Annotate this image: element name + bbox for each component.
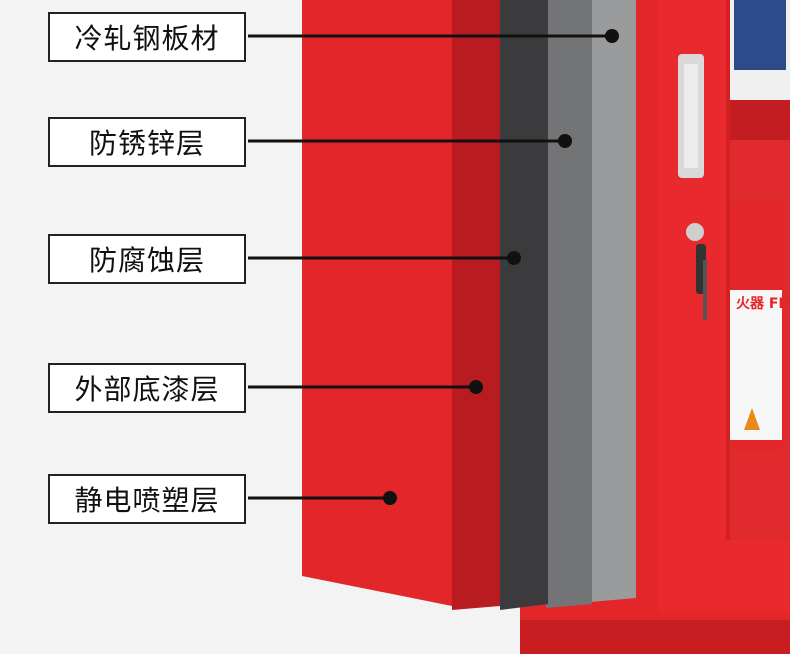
lock-icon bbox=[686, 223, 704, 241]
door-shelf bbox=[730, 100, 790, 140]
layer-label-text: 冷轧钢板材 bbox=[74, 22, 220, 55]
extinguisher-label bbox=[730, 290, 782, 440]
cabinet-base bbox=[520, 620, 790, 654]
layer-anticorrosion bbox=[500, 0, 548, 610]
layer-primer bbox=[452, 0, 500, 610]
connector-dot-5 bbox=[383, 491, 397, 505]
layer-label-steel: 冷轧钢板材 bbox=[48, 12, 246, 62]
connector-dot-4 bbox=[469, 380, 483, 394]
layer-steel-plate bbox=[590, 0, 636, 602]
layer-label-anticorrosion: 防腐蚀层 bbox=[48, 234, 246, 284]
layer-label-text: 外部底漆层 bbox=[74, 373, 220, 406]
connector-dot-1 bbox=[605, 29, 619, 43]
key-blade bbox=[703, 260, 707, 320]
layer-label-text: 防锈锌层 bbox=[88, 127, 205, 160]
layer-powder-coat bbox=[302, 0, 452, 606]
extinguisher-brand: 火器 FIRE bbox=[736, 296, 790, 312]
layer-zinc bbox=[546, 0, 592, 608]
layer-label-primer: 外部底漆层 bbox=[48, 363, 246, 413]
fire-icon bbox=[744, 408, 760, 430]
poster-image bbox=[734, 0, 786, 70]
door-handle-inner bbox=[684, 64, 698, 168]
layer-label-text: 防腐蚀层 bbox=[88, 244, 205, 277]
layer-label-text: 静电喷塑层 bbox=[74, 484, 220, 517]
connector-dot-2 bbox=[558, 134, 572, 148]
layer-label-powder-coat: 静电喷塑层 bbox=[48, 474, 246, 524]
connector-dot-3 bbox=[507, 251, 521, 265]
layer-label-zinc: 防锈锌层 bbox=[48, 117, 246, 167]
